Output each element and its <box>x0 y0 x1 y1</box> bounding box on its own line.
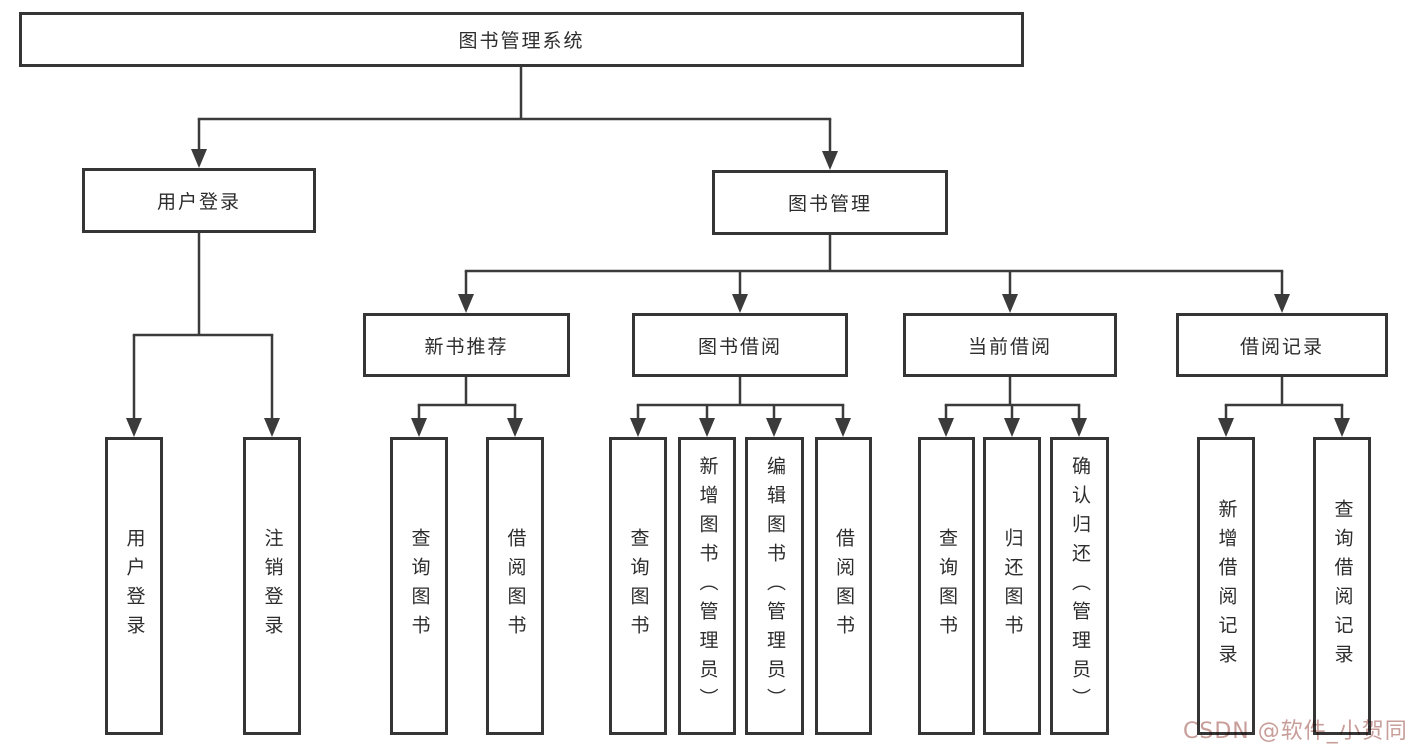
leaf-borrow-book: 借阅图书 <box>815 437 872 735</box>
leaf-add-book-admin: 新增图书（管理员） <box>678 437 736 735</box>
node-new-book-recommend: 新书推荐 <box>363 313 570 377</box>
leaf-query-borrow-record: 查询借阅记录 <box>1313 437 1371 735</box>
leaf-borrow-book-recommend: 借阅图书 <box>486 437 544 735</box>
node-label: 用户登录 <box>156 191 241 213</box>
node-label: 查询图书 <box>408 528 431 644</box>
leaf-user-login: 用户登录 <box>105 437 163 735</box>
node-label: 当前借阅 <box>967 335 1052 358</box>
node-label: 新增图书（管理员） <box>696 455 719 717</box>
node-borrowing-records: 借阅记录 <box>1176 313 1388 377</box>
leaf-query-book-current: 查询图书 <box>918 437 975 735</box>
leaf-query-book-borrowing: 查询图书 <box>609 437 667 735</box>
node-label: 查询图书 <box>627 528 650 644</box>
leaf-query-book-recommend: 查询图书 <box>390 437 448 735</box>
node-user-login: 用户登录 <box>82 168 316 233</box>
node-label: 编辑图书（管理员） <box>764 455 786 717</box>
node-label: 图书管理 <box>787 193 872 215</box>
leaf-return-book: 归还图书 <box>983 437 1041 735</box>
node-label: 图书借阅 <box>697 335 782 358</box>
node-label: 查询图书 <box>936 528 958 644</box>
leaf-add-borrow-record: 新增借阅记录 <box>1197 437 1255 735</box>
node-label: 借阅记录 <box>1239 335 1324 358</box>
node-current-borrowing: 当前借阅 <box>903 313 1117 377</box>
node-book-borrowing: 图书借阅 <box>632 313 848 377</box>
node-book-management: 图书管理 <box>712 170 948 235</box>
node-label: 归还图书 <box>1001 528 1024 644</box>
node-label: 用户登录 <box>123 528 146 644</box>
leaf-edit-book-admin: 编辑图书（管理员） <box>745 437 804 735</box>
node-label: 新增借阅记录 <box>1215 499 1238 673</box>
node-label: 新书推荐 <box>424 335 509 358</box>
csdn-watermark: CSDN @软件_小贺同学 <box>1183 719 1405 744</box>
node-label: 查询借阅记录 <box>1331 499 1354 673</box>
node-label: 注销登录 <box>261 528 284 644</box>
leaf-confirm-return-admin: 确认归还（管理员） <box>1050 437 1109 735</box>
node-label: 确认归还（管理员） <box>1069 455 1091 717</box>
node-label: 借阅图书 <box>833 528 855 644</box>
node-label: 借阅图书 <box>504 528 527 644</box>
node-label: 图书管理系统 <box>458 30 585 52</box>
node-library-management-system: 图书管理系统 <box>19 12 1024 67</box>
leaf-logout: 注销登录 <box>243 437 301 735</box>
